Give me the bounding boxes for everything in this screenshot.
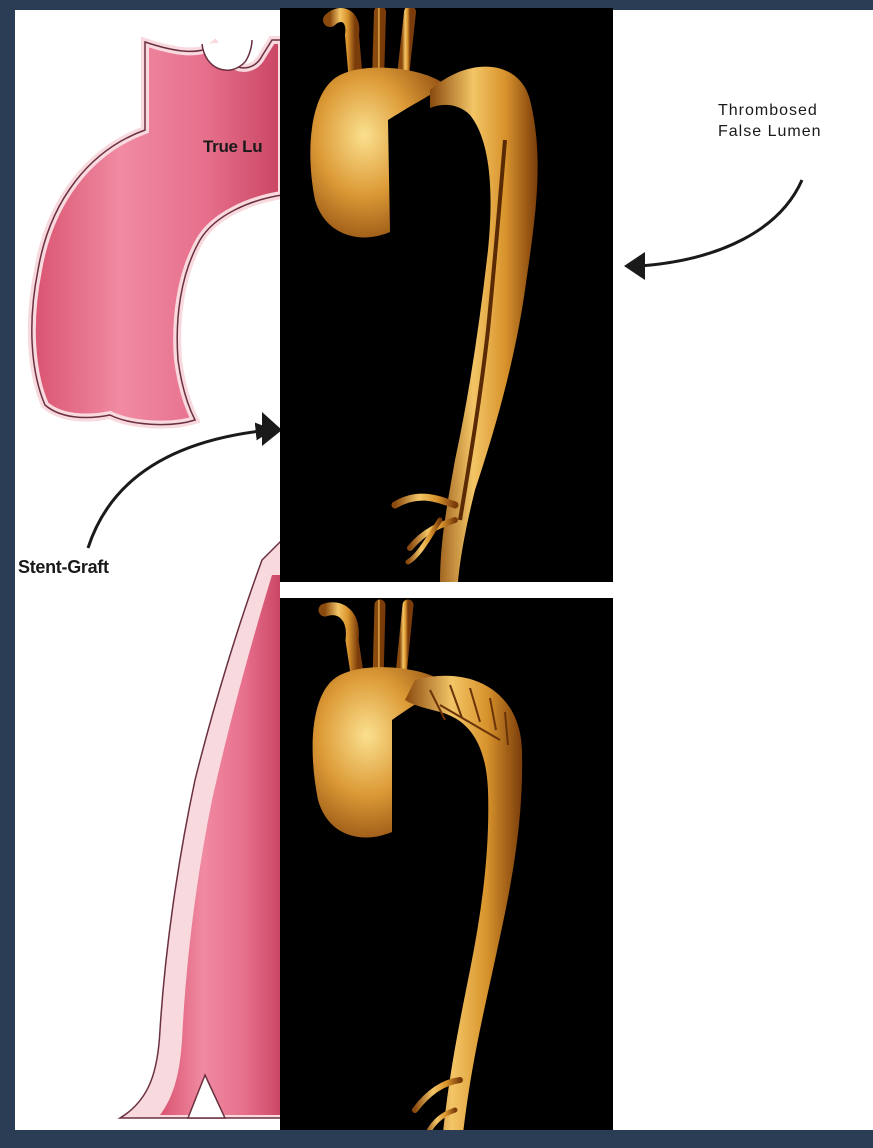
ct-scan-preop	[280, 2, 613, 582]
true-lumen-label: True Lu	[203, 137, 262, 157]
thrombosed-false-lumen-label: Thrombosed False Lumen	[718, 100, 822, 142]
frame-bottom-edge	[0, 1130, 873, 1143]
frame-top-edge	[0, 0, 873, 8]
frame-left-edge	[0, 0, 15, 1143]
ct-panel-divider	[280, 582, 613, 598]
stent-graft-label: Stent-Graft	[18, 557, 109, 578]
thrombosed-label-line-2: False Lumen	[718, 121, 822, 142]
ct-scan-postop	[280, 598, 613, 1143]
thrombosed-label-line-1: Thrombosed	[718, 100, 822, 121]
